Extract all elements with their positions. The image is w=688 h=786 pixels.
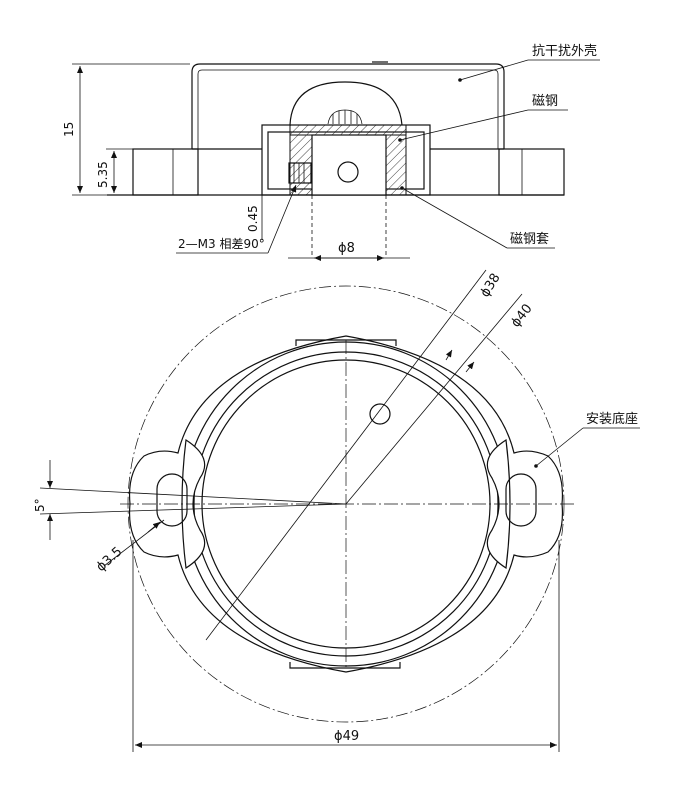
- right-slot: [505, 473, 537, 527]
- dim-height-total: 15: [62, 122, 76, 137]
- reference-hole: [369, 403, 391, 425]
- label-magnet: 磁钢: [532, 94, 558, 109]
- magnet-sleeve-right: [385, 134, 407, 196]
- label-mount-base: 安装底座: [586, 411, 638, 427]
- dim-magnet-dia: ϕ8: [338, 241, 355, 256]
- mount-base-outline: [128, 335, 564, 673]
- screws-note: 2—M3 相差90°: [178, 237, 265, 251]
- dim-hole-dia: ϕ3.5: [94, 544, 126, 575]
- magnet-sleeve-left: [289, 134, 313, 196]
- magnet-center: [311, 134, 387, 196]
- dim-height-base: 5.35: [96, 161, 110, 188]
- left-base-ear: [132, 148, 199, 196]
- dim-outer-dia: ϕ49: [334, 729, 359, 744]
- set-screw: [288, 162, 312, 184]
- label-magnet-sleeve: 磁钢套: [510, 231, 549, 247]
- right-base-ear: [498, 148, 565, 196]
- center-hole: [337, 161, 359, 183]
- dim-angle: 5°: [33, 498, 47, 512]
- side-view: 15 5.35 0.45 ϕ8 2—M3 相差90° 抗干扰外壳 磁钢 磁钢套: [62, 44, 600, 261]
- dim-gap: 0.45: [246, 205, 260, 232]
- label-shell: 抗干扰外壳: [532, 44, 597, 59]
- magnet-hatch: [289, 124, 407, 136]
- left-slot: [156, 473, 188, 527]
- magnet-dome: [289, 81, 403, 126]
- top-view: ϕ49 ϕ38 ϕ40 5° ϕ3.5 安装底座: [33, 269, 640, 752]
- shell-outline: [191, 63, 505, 149]
